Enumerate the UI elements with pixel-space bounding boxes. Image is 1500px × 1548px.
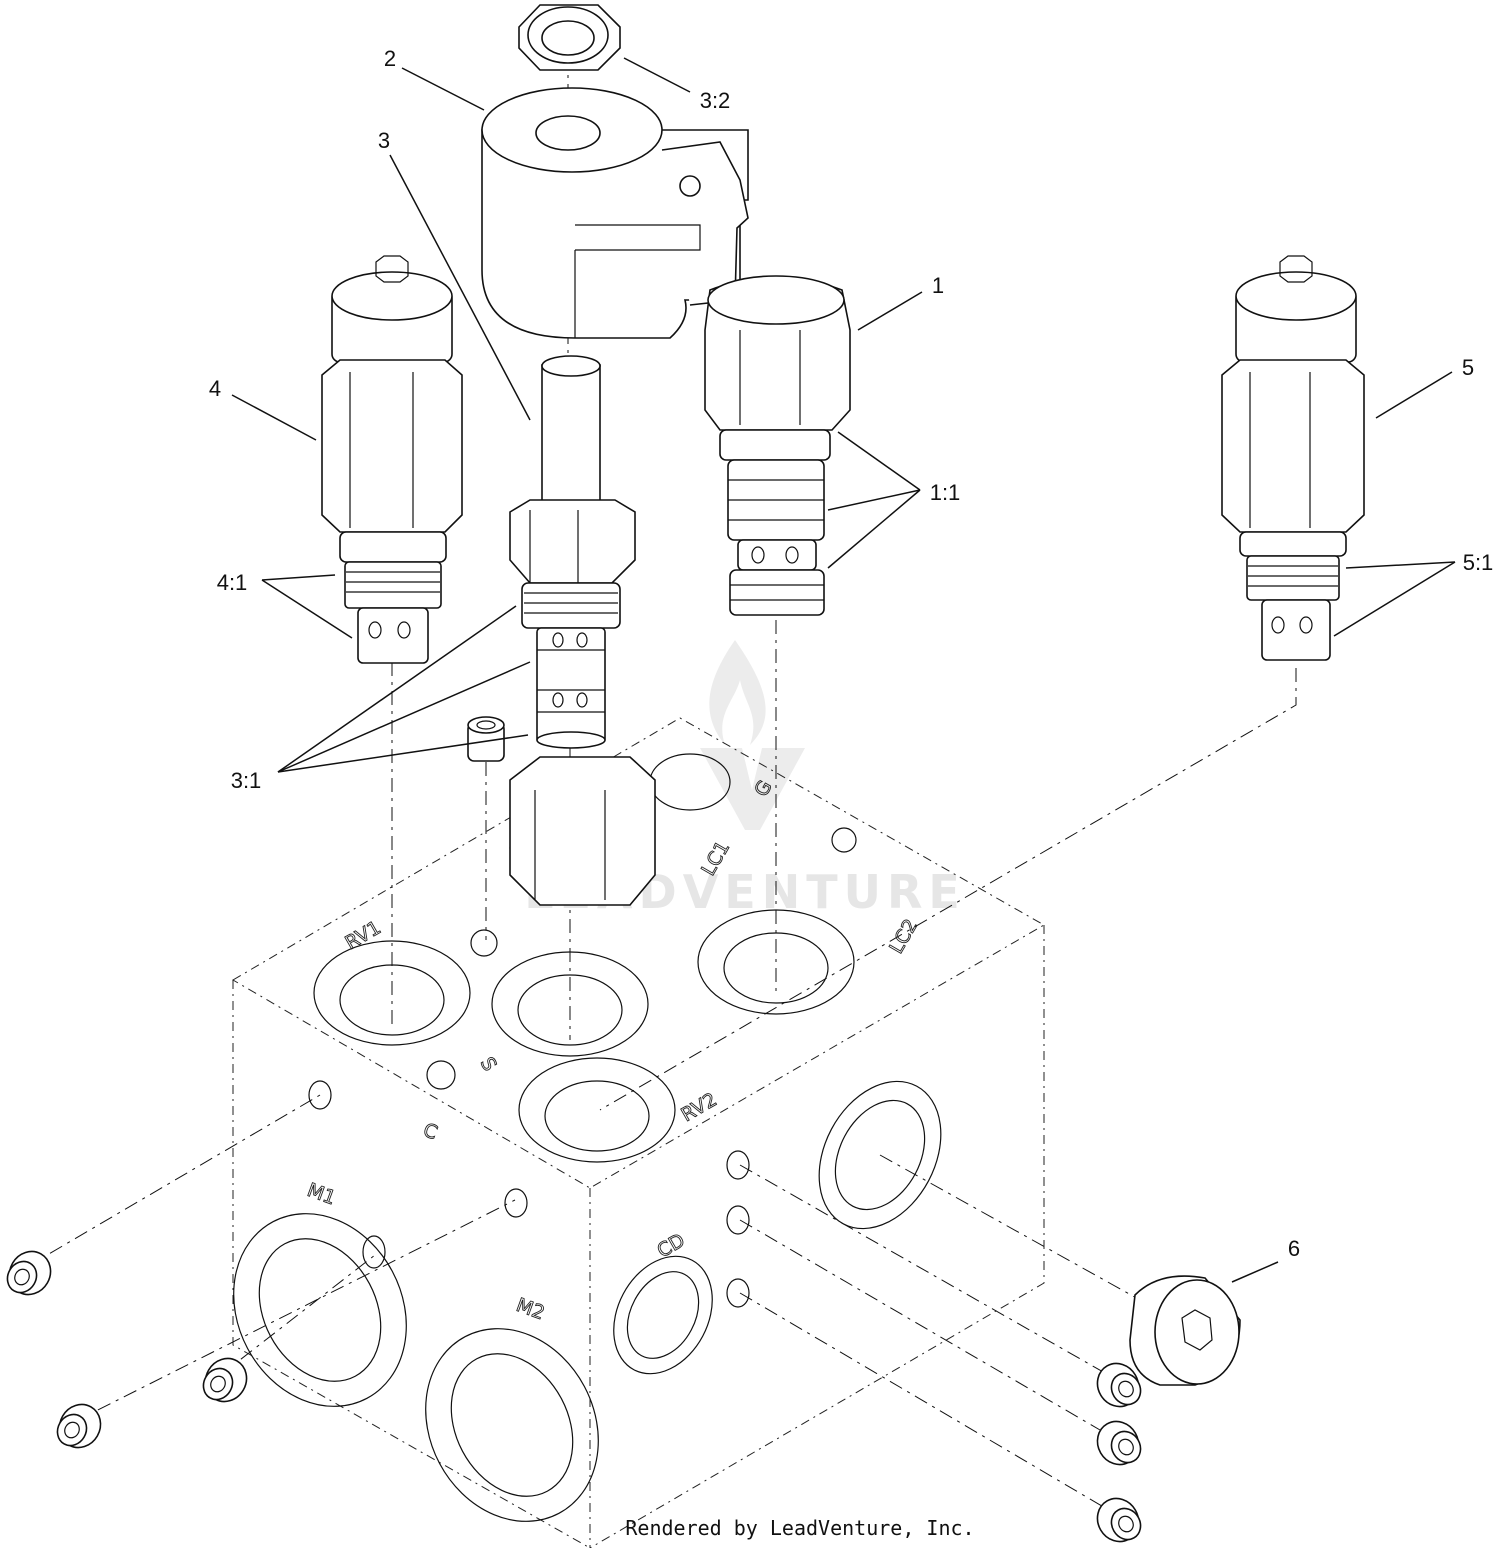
hex-plug-lc1 — [509, 756, 656, 906]
part-2-solenoid-coil — [481, 87, 749, 339]
callout-5: 5 — [1462, 355, 1474, 380]
callout-labels: 2 3:2 3 1 5 4 1:1 4:1 5:1 3:1 6 — [209, 46, 1493, 1261]
callout-3: 3 — [378, 128, 390, 153]
callout-5-1: 5:1 — [1463, 550, 1494, 575]
flame-v-logo-icon — [700, 640, 805, 830]
part-5-relief-valve — [1221, 255, 1365, 661]
small-plugs — [6, 1250, 1142, 1543]
callout-4: 4 — [209, 376, 221, 401]
callout-1: 1 — [932, 273, 944, 298]
port-cd-face — [613, 1255, 713, 1375]
part-3-2-nut — [518, 4, 621, 71]
part-1-check-valve — [704, 275, 851, 616]
port-label-s: S — [476, 1054, 501, 1075]
leader-lines — [231, 57, 1456, 1283]
port-rear-face — [818, 1080, 942, 1230]
cavity-rv1 — [313, 940, 471, 1046]
port-label-m2: M2 — [513, 1294, 547, 1324]
part-6-hex-socket-plug — [1129, 1275, 1241, 1386]
callout-4-1: 4:1 — [217, 570, 248, 595]
cavity-rv2 — [518, 1057, 676, 1163]
port-m2-face — [425, 1328, 599, 1522]
port-m1-face — [233, 1213, 407, 1407]
cavity-lc2 — [697, 909, 855, 1015]
callout-6: 6 — [1288, 1236, 1300, 1261]
part-3-solenoid-valve-cartridge — [509, 355, 636, 749]
callout-3-1: 3:1 — [231, 768, 262, 793]
port-label-rv1: RV1 — [342, 917, 385, 955]
cavity-g — [649, 753, 731, 811]
callout-3-2: 3:2 — [700, 88, 731, 113]
port-label-rv2: RV2 — [678, 1089, 721, 1127]
callout-2: 2 — [384, 46, 396, 71]
part-4-relief-valve — [321, 255, 463, 664]
callout-1-1: 1:1 — [930, 480, 961, 505]
port-label-m1: M1 — [304, 1179, 338, 1209]
orifice-plug — [467, 716, 505, 762]
port-label-c: C — [420, 1119, 440, 1144]
rendered-by-credit: Rendered by LeadVenture, Inc. — [625, 1516, 974, 1540]
port-label-lc2: LC2 — [885, 915, 922, 957]
cavity-s — [491, 951, 649, 1057]
